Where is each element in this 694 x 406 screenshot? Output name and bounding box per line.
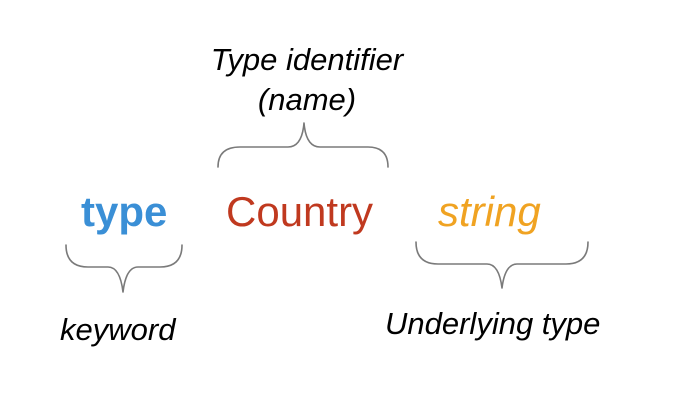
underlying-type-brace [415,241,589,289]
keyword-label: keyword [60,312,176,347]
identifier-brace [217,122,389,168]
underlying-type-string: string [438,188,541,235]
identifier-country: Country [226,188,374,235]
underlying-type-label: Underlying type [385,306,601,341]
name-label: (name) [257,82,357,117]
keyword-type: type [81,188,168,235]
type-identifier-label: Type identifier [210,42,404,77]
type-identifier-annotation: Type identifier (name) [195,40,419,120]
keyword-brace [65,244,183,293]
